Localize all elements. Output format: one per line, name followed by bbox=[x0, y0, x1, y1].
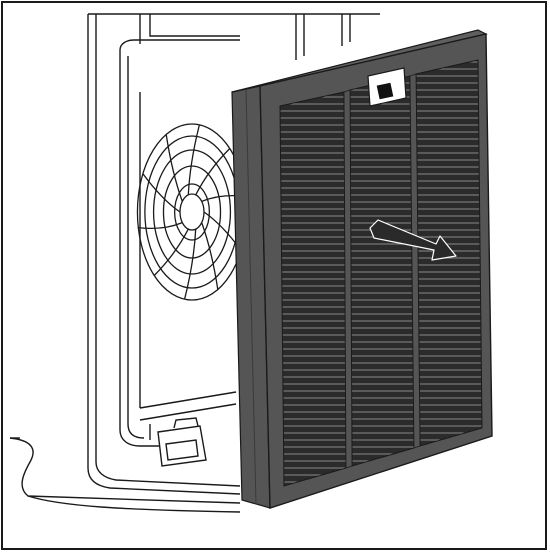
fan-ring bbox=[152, 149, 232, 275]
filter-mesh-panel-middle bbox=[349, 75, 415, 467]
purifier-rear-housing bbox=[87, 14, 241, 495]
fan-spoke bbox=[142, 173, 181, 213]
fan-spoke bbox=[201, 222, 219, 290]
fan-spoke bbox=[165, 134, 183, 202]
purifier-body bbox=[9, 13, 380, 513]
fan-spoke bbox=[153, 228, 189, 276]
filter-panel bbox=[231, 29, 493, 509]
fan-spoke bbox=[138, 221, 183, 230]
purifier-base bbox=[9, 437, 241, 504]
fan-spoke bbox=[195, 148, 231, 196]
filter-tag-icon bbox=[367, 67, 407, 107]
filter-mesh-panel-left bbox=[279, 91, 347, 487]
fan-spoke bbox=[187, 124, 201, 195]
purifier-latch bbox=[157, 425, 207, 467]
pull-out-arrow-icon bbox=[369, 219, 457, 261]
fan-ring bbox=[162, 165, 222, 259]
fan-ring bbox=[173, 183, 211, 241]
fan-spoke bbox=[183, 229, 197, 300]
purifier-front-panel bbox=[119, 39, 240, 51]
